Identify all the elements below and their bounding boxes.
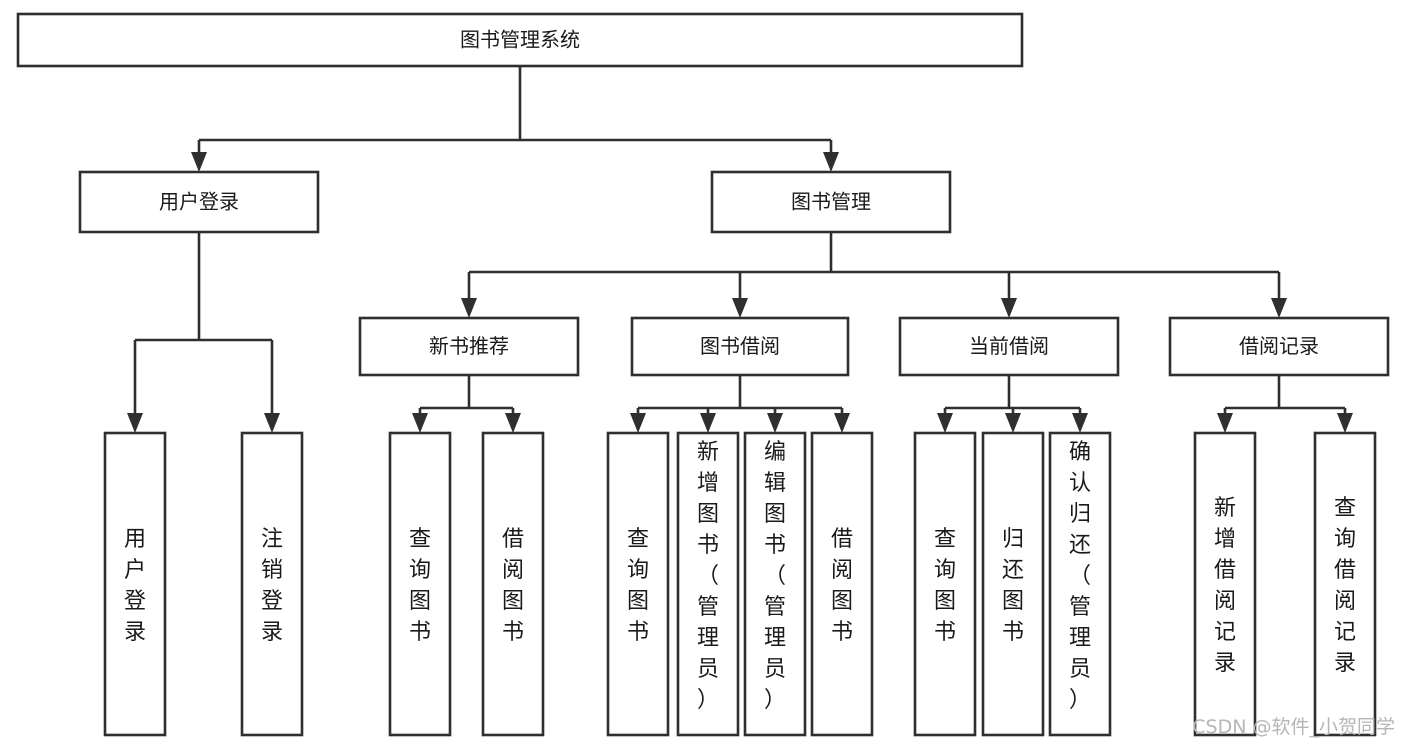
csdn-watermark: CSDN @软件_小贺同学 [1192, 716, 1395, 738]
arrow-head-icon [127, 413, 143, 433]
node-label-leaf-rec-borrow: 借阅图书 [502, 527, 524, 645]
arrow-head-icon [505, 413, 521, 433]
arrow-head-icon [700, 413, 716, 433]
arrow-head-icon [191, 152, 207, 172]
node-box-leaf-rec-borrow[interactable] [481, 431, 545, 737]
node-box-leaf-borrow-query[interactable] [606, 431, 670, 737]
node-box-leaf-cur-query[interactable] [913, 431, 977, 737]
node-label-leaf-borrow-edit: 编辑图书（管理员） [764, 440, 786, 713]
node-leaf-rec-borrow[interactable]: 借阅图书 [481, 431, 545, 737]
node-new-book-rec[interactable]: 新书推荐 [358, 316, 580, 377]
arrow-head-icon [461, 298, 477, 318]
node-label-leaf-user-logout: 注销登录 [261, 527, 283, 645]
arrow-head-icon [1005, 413, 1021, 433]
node-leaf-user-logout[interactable]: 注销登录 [240, 431, 304, 737]
node-leaf-borrow-add[interactable]: 新增图书（管理员） [676, 431, 740, 737]
arrow-head-icon [732, 298, 748, 318]
node-current-borrow[interactable]: 当前借阅 [898, 316, 1120, 377]
node-label-leaf-user-login: 用户登录 [124, 527, 146, 645]
node-label-leaf-borrow-lend: 借阅图书 [831, 527, 853, 645]
node-box-leaf-cur-return[interactable] [981, 431, 1045, 737]
node-book-manage[interactable]: 图书管理 [710, 170, 952, 234]
node-user-login[interactable]: 用户登录 [78, 170, 320, 234]
node-label-root: 图书管理系统 [460, 28, 580, 52]
node-leaf-cur-confirm[interactable]: 确认归还（管理员） [1048, 431, 1112, 737]
node-box-book-borrow[interactable] [630, 316, 850, 377]
node-borrow-record[interactable]: 借阅记录 [1168, 316, 1390, 377]
node-box-leaf-borrow-add[interactable] [676, 431, 740, 737]
node-box-user-login[interactable] [78, 170, 320, 234]
arrow-head-icon [834, 413, 850, 433]
node-label-leaf-rec-search: 查询借阅记录 [1334, 496, 1356, 676]
node-label-leaf-rec-add: 新增借阅记录 [1214, 496, 1236, 676]
arrow-head-icon [1072, 413, 1088, 433]
node-box-leaf-cur-confirm[interactable] [1048, 431, 1112, 737]
arrow-head-icon [1271, 298, 1287, 318]
node-box-current-borrow[interactable] [898, 316, 1120, 377]
node-box-book-manage[interactable] [710, 170, 952, 234]
arrow-head-icon [630, 413, 646, 433]
node-book-borrow[interactable]: 图书借阅 [630, 316, 850, 377]
arrow-head-icon [1217, 413, 1233, 433]
node-box-leaf-borrow-edit[interactable] [743, 431, 807, 737]
node-box-leaf-user-logout[interactable] [240, 431, 304, 737]
node-label-leaf-borrow-add: 新增图书（管理员） [697, 440, 719, 713]
node-leaf-rec-query[interactable]: 查询图书 [388, 431, 452, 737]
node-leaf-rec-search[interactable]: 查询借阅记录 [1313, 431, 1377, 737]
arrow-head-icon [1337, 413, 1353, 433]
node-label-new-book-rec: 新书推荐 [429, 334, 509, 358]
arrow-head-icon [937, 413, 953, 433]
arrow-head-icon [823, 152, 839, 172]
node-label-leaf-cur-return: 归还图书 [1002, 527, 1024, 645]
node-box-leaf-rec-add[interactable] [1193, 431, 1257, 737]
node-box-leaf-borrow-lend[interactable] [810, 431, 874, 737]
node-leaf-borrow-edit[interactable]: 编辑图书（管理员） [743, 431, 807, 737]
node-box-leaf-user-login[interactable] [103, 431, 167, 737]
arrow-head-icon [412, 413, 428, 433]
node-leaf-borrow-lend[interactable]: 借阅图书 [810, 431, 874, 737]
connector-lines-layer [127, 66, 1353, 433]
arrow-head-icon [1001, 298, 1017, 318]
node-leaf-user-login[interactable]: 用户登录 [103, 431, 167, 737]
node-boxes-layer: 图书管理系统用户登录图书管理新书推荐图书借阅当前借阅借阅记录用户登录注销登录查询… [16, 12, 1390, 737]
node-leaf-borrow-query[interactable]: 查询图书 [606, 431, 670, 737]
node-label-leaf-rec-query: 查询图书 [409, 527, 431, 645]
node-leaf-cur-return[interactable]: 归还图书 [981, 431, 1045, 737]
node-label-leaf-borrow-query: 查询图书 [627, 527, 649, 645]
node-box-borrow-record[interactable] [1168, 316, 1390, 377]
node-box-new-book-rec[interactable] [358, 316, 580, 377]
node-label-borrow-record: 借阅记录 [1239, 334, 1319, 358]
node-box-root[interactable] [16, 12, 1024, 68]
node-label-book-manage: 图书管理 [791, 190, 871, 214]
node-leaf-cur-query[interactable]: 查询图书 [913, 431, 977, 737]
node-label-leaf-cur-query: 查询图书 [934, 527, 956, 645]
arrow-head-icon [264, 413, 280, 433]
node-label-book-borrow: 图书借阅 [700, 334, 780, 358]
node-label-user-login: 用户登录 [159, 190, 239, 214]
node-box-leaf-rec-search[interactable] [1313, 431, 1377, 737]
node-root[interactable]: 图书管理系统 [16, 12, 1024, 68]
arrow-head-icon [767, 413, 783, 433]
node-label-current-borrow: 当前借阅 [969, 334, 1049, 358]
node-box-leaf-rec-query[interactable] [388, 431, 452, 737]
node-leaf-rec-add[interactable]: 新增借阅记录 [1193, 431, 1257, 737]
node-label-leaf-cur-confirm: 确认归还（管理员） [1069, 440, 1091, 713]
